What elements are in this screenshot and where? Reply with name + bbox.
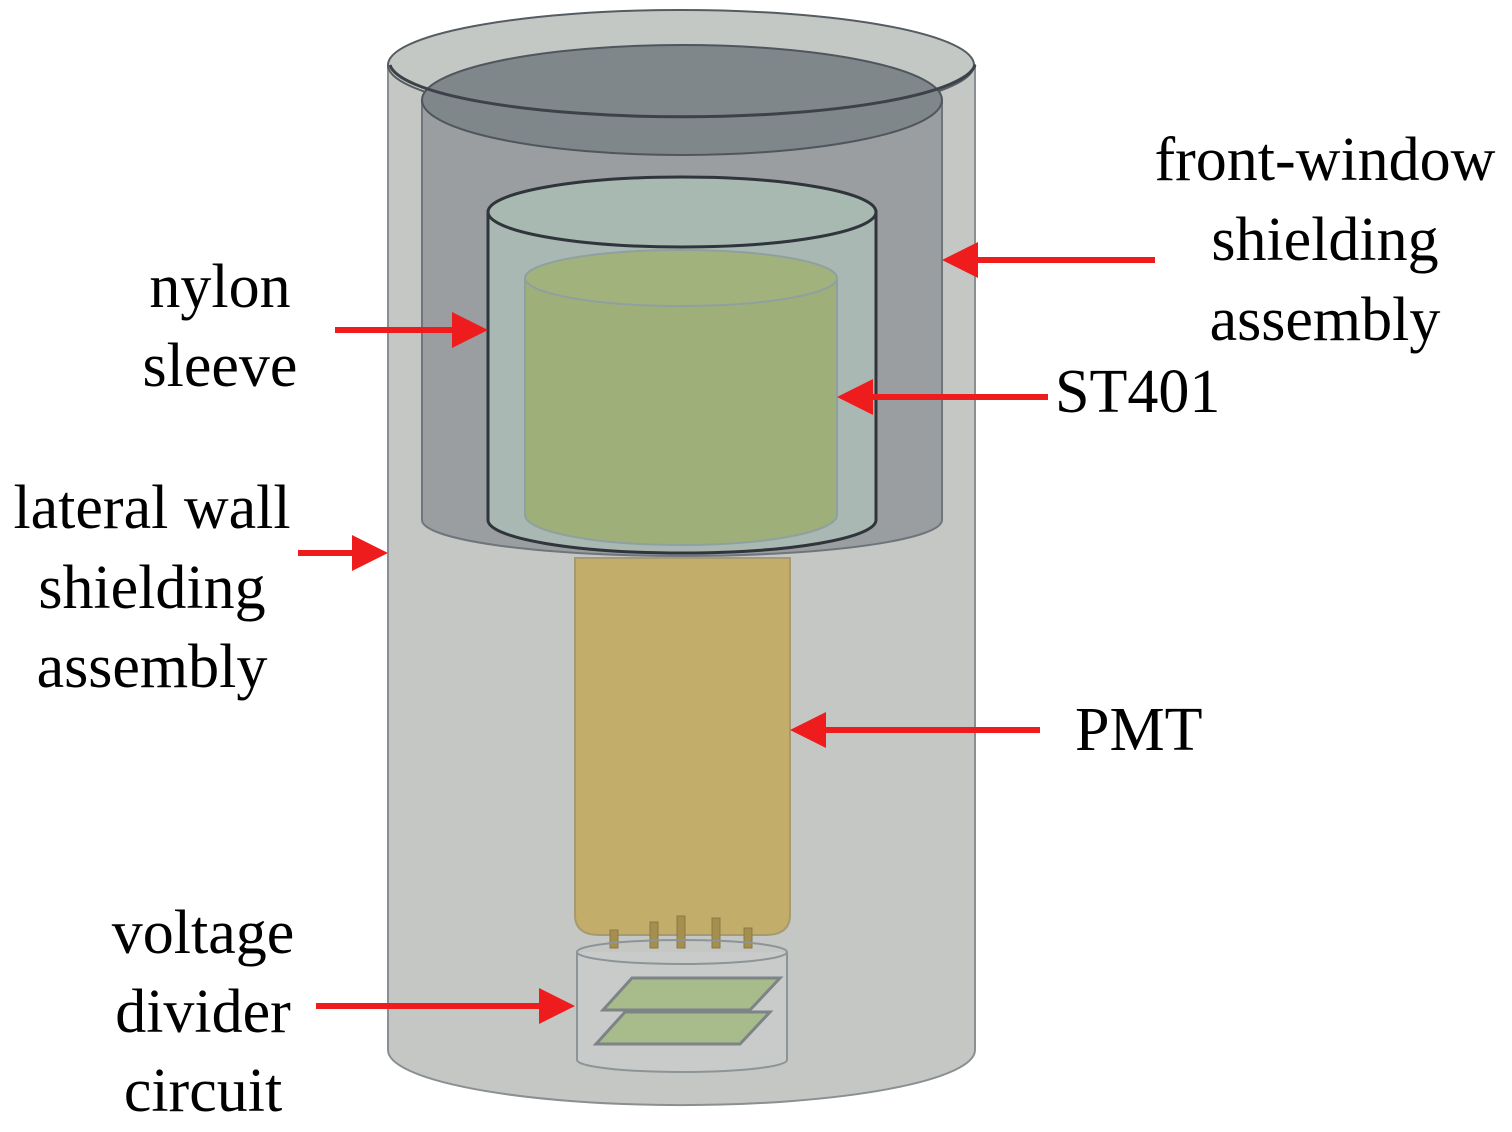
label-pmt: PMT (1075, 696, 1202, 764)
label-line: sleeve (143, 332, 298, 400)
label-line: divider (115, 978, 291, 1046)
pmt (574, 557, 791, 949)
label-line: shielding (38, 554, 265, 622)
label-line: circuit (124, 1057, 282, 1125)
label-st401: ST401 (1055, 358, 1220, 426)
label-front-window: front-window shielding assembly (1155, 126, 1496, 354)
label-line: assembly (37, 633, 268, 701)
label-line: nylon (149, 253, 290, 321)
label-voltage-divider: voltage divider circuit (112, 899, 295, 1125)
pmt-pins (609, 915, 753, 949)
label-line: lateral wall (13, 474, 290, 542)
st401-scintillator (524, 249, 838, 546)
voltage-divider-housing (576, 939, 788, 1073)
label-line: voltage (112, 899, 295, 967)
label-line: assembly (1210, 286, 1441, 354)
label-lateral-wall: lateral wall shielding assembly (13, 474, 290, 701)
label-line: front-window (1155, 126, 1496, 194)
label-nylon-sleeve: nylon sleeve (143, 253, 298, 400)
label-line: shielding (1211, 206, 1438, 274)
